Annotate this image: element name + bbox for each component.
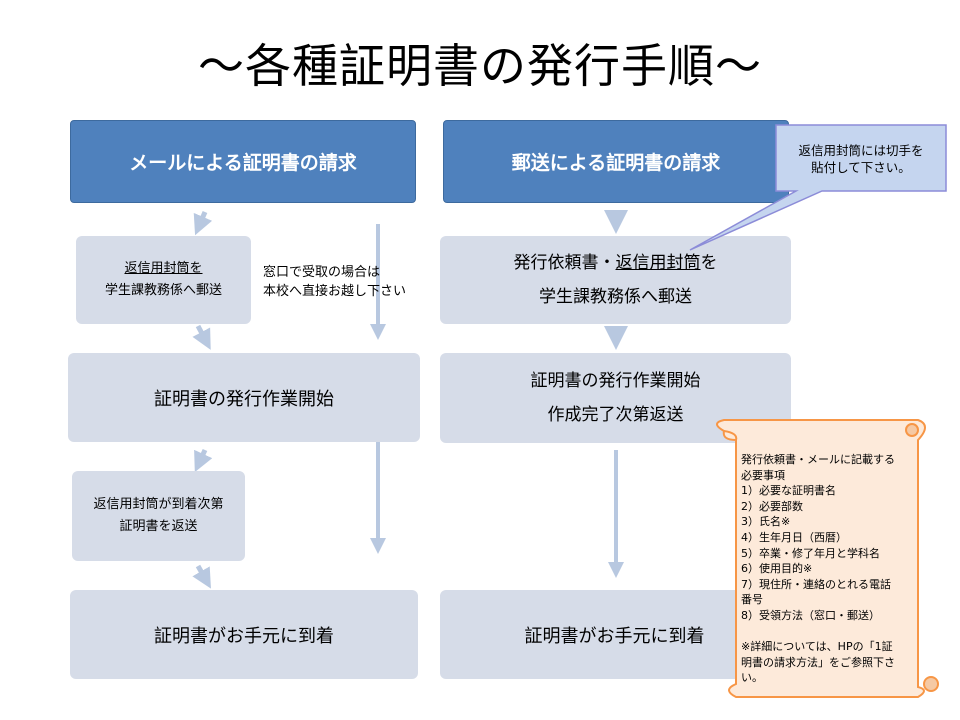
arrow-left-1	[193, 211, 213, 236]
req-line: い。	[741, 671, 763, 685]
right-step2-line2: 作成完了次第返送	[547, 405, 684, 425]
arrow-left-4	[192, 564, 211, 589]
window-note-line2: 本校へ直接お越し下さい	[263, 284, 407, 299]
left-step3-line1: 返信用封筒が到着次第	[93, 497, 224, 512]
requirements-list: 発行依頼書・メールに記載する 必要事項 1）必要な証明書名 2）必要部数 3）氏…	[741, 452, 917, 686]
arrow-left-2	[192, 324, 211, 350]
left-step-send-envelope: 返信用封筒を 学生課教務係へ郵送	[76, 236, 251, 324]
left-step-issue-start: 証明書の発行作業開始	[68, 353, 420, 442]
req-line: 必要事項	[741, 468, 785, 482]
req-line: 1）必要な証明書名	[741, 484, 836, 498]
left-final-arrival: 証明書がお手元に到着	[70, 590, 418, 679]
req-line: 発行依頼書・メールに記載する	[741, 453, 895, 466]
req-line: 3）氏名※	[741, 515, 791, 529]
right-final-arrival: 証明書がお手元に到着	[440, 590, 789, 679]
right-step1-line1: 発行依頼書・返信用封筒を	[513, 253, 718, 273]
req-line: 7）現住所・連絡のとれる電話	[741, 577, 891, 591]
callout-line2: 貼付して下さい。	[811, 160, 911, 175]
window-note-line1: 窓口で受取の場合は	[263, 265, 381, 280]
req-line: 2）必要部数	[741, 499, 803, 513]
req-line: 5）卒業・修了年月と学科名	[741, 546, 880, 560]
req-line: 4）生年月日（西暦）	[741, 530, 847, 544]
req-line: 6）使用目的※	[741, 562, 813, 576]
req-line: 明書の請求方法」をご参照下さ	[741, 655, 895, 669]
left-step1-line1: 返信用封筒を	[124, 261, 203, 276]
left-step1-line2: 学生課教務係へ郵送	[104, 283, 222, 298]
callout-line1: 返信用封筒には切手を	[798, 143, 924, 158]
req-line: ※詳細については、HPの「1証	[741, 640, 893, 654]
right-step2-line1: 証明書の発行作業開始	[530, 371, 701, 391]
mail-request-header: メールによる証明書の請求	[70, 120, 416, 203]
page-title: ～各種証明書の発行手順～	[198, 39, 762, 93]
req-line	[741, 624, 917, 640]
window-pickup-note: 窓口で受取の場合は 本校へ直接お越し下さい	[263, 263, 443, 301]
right-step1-line2: 学生課教務係へ郵送	[539, 287, 692, 307]
stamp-callout: 返信用封筒には切手を 貼付して下さい。	[778, 130, 944, 188]
req-line: 8）受領方法（窓口・郵送）	[741, 608, 880, 622]
arrow-left-3	[194, 448, 213, 473]
right-step-send-form: 発行依頼書・返信用封筒を 学生課教務係へ郵送	[440, 236, 791, 324]
left-step-return: 返信用封筒が到着次第 証明書を返送	[72, 471, 245, 561]
req-line: 番号	[741, 593, 763, 607]
left-step3-line2: 証明書を返送	[119, 519, 198, 534]
